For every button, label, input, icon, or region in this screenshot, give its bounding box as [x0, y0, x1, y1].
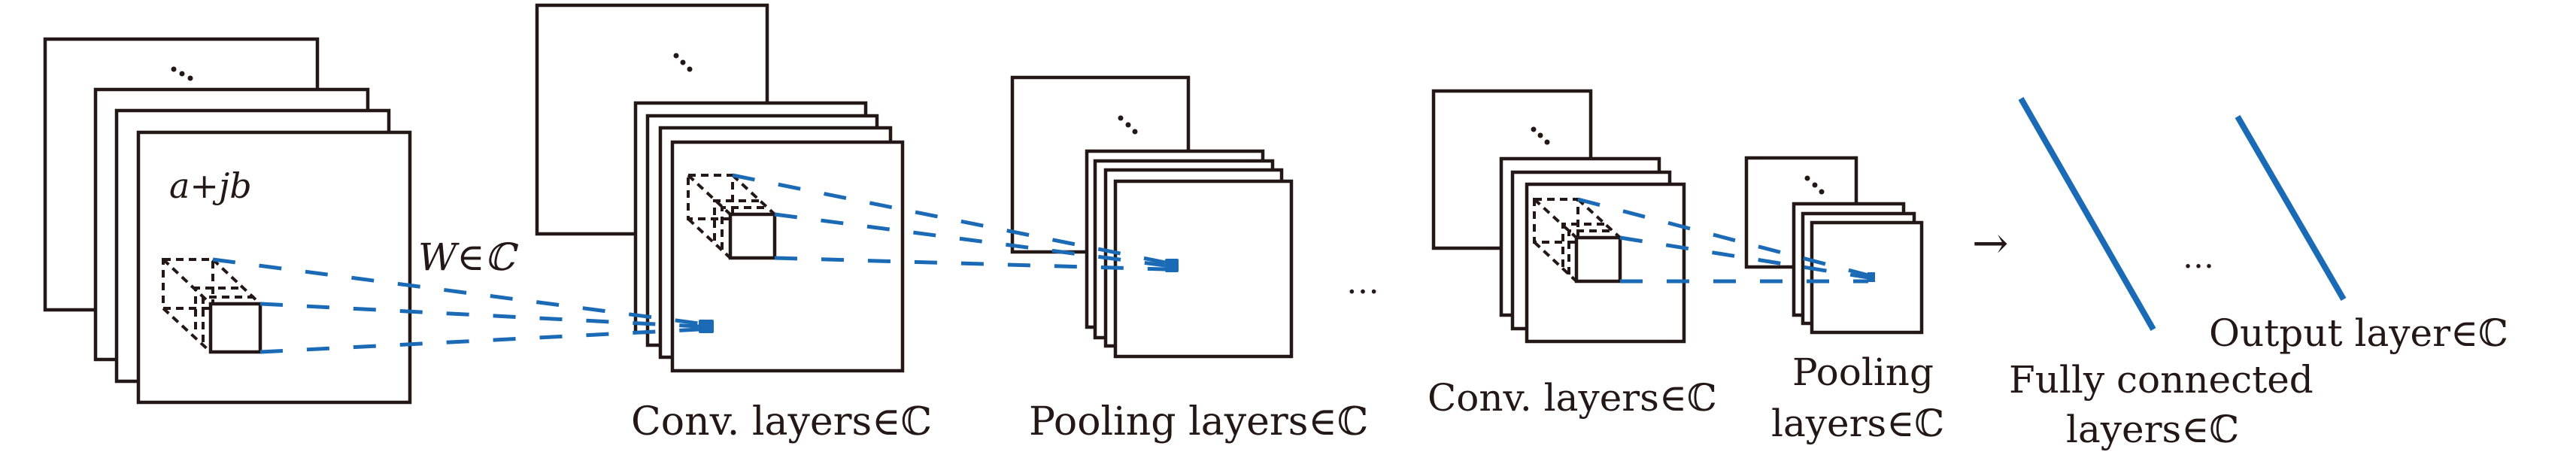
input-kernel-square	[208, 302, 262, 354]
conv2-kernel-square	[1574, 235, 1622, 284]
fc-label-line2: layers∈ℂ	[2066, 408, 2239, 451]
conv1-dots-icon	[673, 53, 693, 72]
output-label: Output layer∈ℂ	[2209, 311, 2508, 355]
conv1-to-pool1-connections	[732, 173, 1179, 272]
conv2-label: Conv. layers∈ℂ	[1428, 376, 1717, 420]
ellipsis-1: …	[1346, 263, 1379, 302]
pool2-stack	[1744, 156, 1924, 335]
conv1-receptive-field-cube	[687, 174, 777, 260]
conv1-output-neuron	[699, 320, 714, 333]
conv2-receptive-field-cube	[1533, 198, 1622, 284]
input-dots-icon	[171, 66, 193, 81]
fc-label-line1: Fully connected	[2009, 358, 2314, 402]
ellipsis-2: …	[2183, 238, 2214, 275]
pool2-label-line1: Pooling	[1792, 350, 1934, 394]
conv1-stack	[535, 3, 905, 373]
conv2-stack	[1431, 89, 1686, 344]
input-receptive-field-cube	[162, 258, 262, 354]
pool2-label-line2: layers∈ℂ	[1771, 402, 1944, 445]
conv2-to-pool2-connections	[1577, 197, 1875, 284]
conv1-kernel-square	[728, 212, 777, 260]
pool1-output-neuron	[1165, 259, 1179, 272]
input-value-label: a+jb	[169, 165, 252, 206]
input-stack: a+jb	[43, 37, 412, 405]
pool1-dots-icon	[1118, 115, 1138, 135]
pool1-stack	[1010, 75, 1294, 359]
weight-label: W∈ℂ	[418, 235, 518, 279]
pool2-dots-icon	[1804, 175, 1825, 195]
output-layer-line	[2235, 114, 2347, 302]
pool1-label: Pooling layers∈ℂ	[1029, 399, 1368, 444]
pool1-feature-map-front	[1113, 179, 1294, 359]
conv2-dots-icon	[1531, 126, 1550, 145]
conv1-label: Conv. layers∈ℂ	[631, 399, 932, 444]
flatten-arrow-icon: →	[1972, 217, 2009, 268]
pool2-output-neuron	[1868, 272, 1875, 282]
fc-layer-line	[2018, 97, 2156, 331]
input-to-conv1-connections	[212, 257, 714, 354]
